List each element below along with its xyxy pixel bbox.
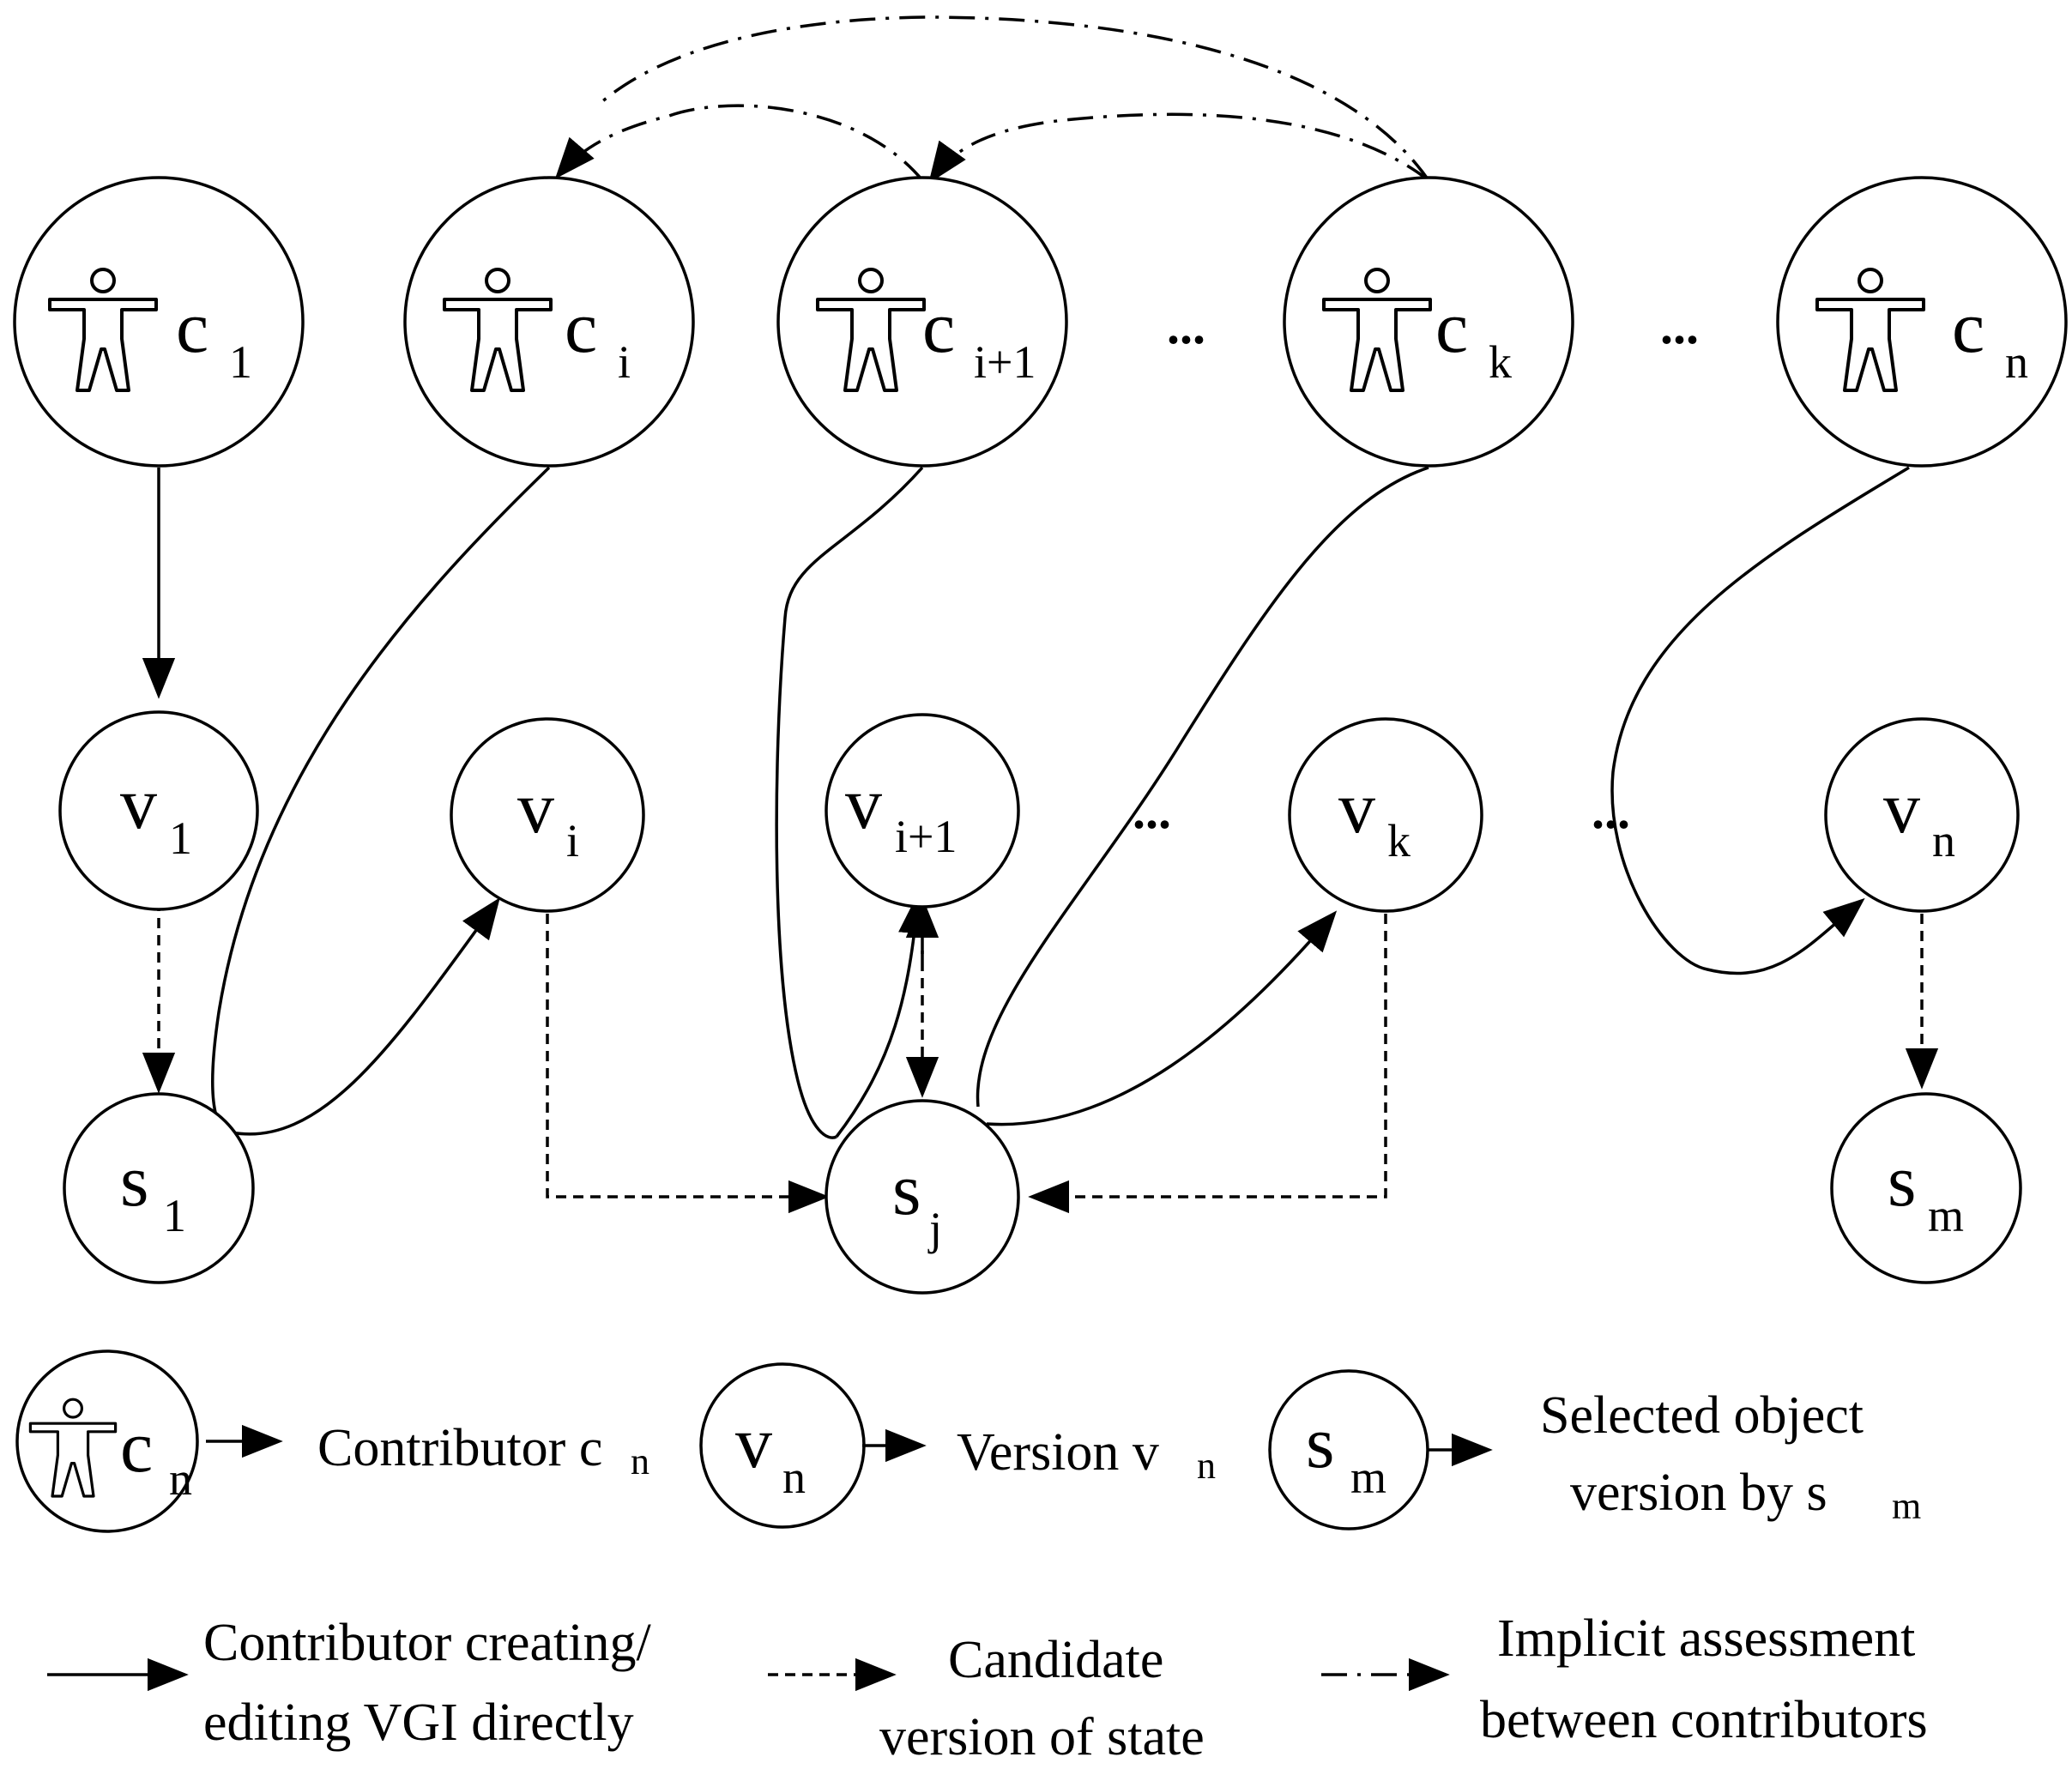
edge-vk-sj (1028, 914, 1387, 1214)
state-letter: s (120, 1139, 148, 1222)
edge-ci1-ci-implicit (554, 104, 924, 182)
legend-state-sub: m (1350, 1452, 1386, 1503)
edge-ci-s1 (211, 466, 551, 1134)
legend-version-text: Version v (957, 1423, 1159, 1482)
edge-ck-ci1-implicit (928, 112, 1430, 184)
legend-dashdot: Implicit assessment between contributors (1321, 1609, 1928, 1749)
legend-contributor-text: Contributor c (317, 1419, 602, 1477)
ellipsis-mid-2: ... (1592, 782, 1630, 839)
edge-sj-vk (986, 910, 1338, 1126)
ellipsis-top-1: ... (1167, 298, 1205, 354)
version-letter: v (1883, 766, 1920, 848)
edge-ck-ci-implicit (599, 15, 1430, 182)
legend-contributor: c n Contributor c n (15, 1349, 649, 1533)
edge-s1-vi (231, 897, 500, 1136)
contributor-node-c1: c 1 (13, 176, 305, 468)
version-sub: k (1387, 815, 1411, 866)
version-letter: v (120, 762, 157, 844)
version-sub: i+1 (895, 811, 957, 862)
legend-dashed-line2: version of state (879, 1708, 1205, 1766)
state-sub: 1 (163, 1190, 186, 1241)
edge-vi-sj (546, 914, 830, 1214)
state-node-s1: s 1 (63, 1092, 255, 1284)
version-letter: v (845, 762, 882, 844)
version-node-vn: v n (1824, 717, 2020, 913)
legend-dashdot-line2: between contributors (1480, 1691, 1928, 1749)
state-node-sj: s j (825, 1099, 1020, 1295)
legend-solid-line2: editing VGI directly (203, 1694, 634, 1752)
legend-state-letter: s (1306, 1401, 1334, 1483)
legend-version: v n Version v n (699, 1362, 1216, 1529)
legend-version-sub: n (782, 1452, 806, 1503)
contributor-letter: c (1952, 286, 1984, 368)
contributor-letter: c (176, 286, 208, 368)
contributor-sub: i+1 (974, 336, 1036, 388)
legend-dashed-line1: Candidate (948, 1631, 1163, 1689)
state-sub: m (1928, 1190, 1964, 1241)
state-node-sm: s m (1830, 1092, 2022, 1284)
version-sub: n (1932, 815, 1955, 866)
legend-state: s m Selected object version by s m (1268, 1369, 1921, 1531)
legend-state-line1: Selected object (1540, 1386, 1864, 1445)
legend-dashed: Candidate version of state (768, 1631, 1205, 1766)
version-node-vi1: v i+1 (825, 713, 1020, 909)
version-sub: i (566, 815, 579, 866)
version-node-vk: v k (1288, 717, 1483, 913)
contributor-sub: k (1489, 336, 1512, 388)
legend-version-textsub: n (1197, 1445, 1216, 1487)
legend-contributor-node: c n (15, 1349, 199, 1533)
version-node-vi: v i (450, 717, 645, 913)
contributor-node-ck: c k (1283, 176, 1574, 468)
contributor-node-ci: c i (403, 176, 695, 468)
contributor-sub: n (2005, 336, 2028, 388)
legend-solid-line1: Contributor creating/ (203, 1614, 651, 1672)
legend-solid: Contributor creating/ editing VGI direct… (47, 1614, 651, 1752)
ellipsis-top-2: ... (1660, 298, 1699, 354)
legend-contributor-letter: c (120, 1405, 153, 1488)
edge-ci1-sj (775, 466, 924, 1139)
contributor-letter: c (922, 286, 955, 368)
legend-state-textsub: m (1892, 1485, 1921, 1527)
legend-state-line2: version by s (1570, 1464, 1827, 1522)
legend-version-node: v n (699, 1362, 866, 1529)
legend-contributor-sub: n (169, 1453, 192, 1505)
contributor-node-ci1: c i+1 (776, 176, 1068, 468)
legend-state-node: s m (1268, 1369, 1429, 1531)
contributor-letter: c (565, 286, 597, 368)
state-letter: s (1888, 1139, 1916, 1222)
contributor-node-cn: c n (1776, 176, 2068, 468)
legend-contributor-textsub: n (631, 1440, 649, 1482)
legend-version-letter: v (735, 1401, 772, 1483)
state-sub: j (927, 1203, 942, 1254)
contributor-letter: c (1435, 286, 1468, 368)
edge-cn-vn (1610, 466, 1910, 975)
contributor-sub: i (618, 336, 631, 388)
ellipsis-mid-1: ... (1133, 782, 1171, 839)
version-node-v1: v 1 (58, 710, 259, 911)
version-sub: 1 (169, 812, 192, 864)
edge-ck-sj (976, 466, 1429, 1108)
version-letter: v (517, 766, 554, 848)
version-letter: v (1338, 766, 1375, 848)
contributor-sub: 1 (229, 336, 252, 388)
legend-dashdot-line1: Implicit assessment (1497, 1609, 1915, 1668)
state-letter: s (892, 1148, 921, 1230)
